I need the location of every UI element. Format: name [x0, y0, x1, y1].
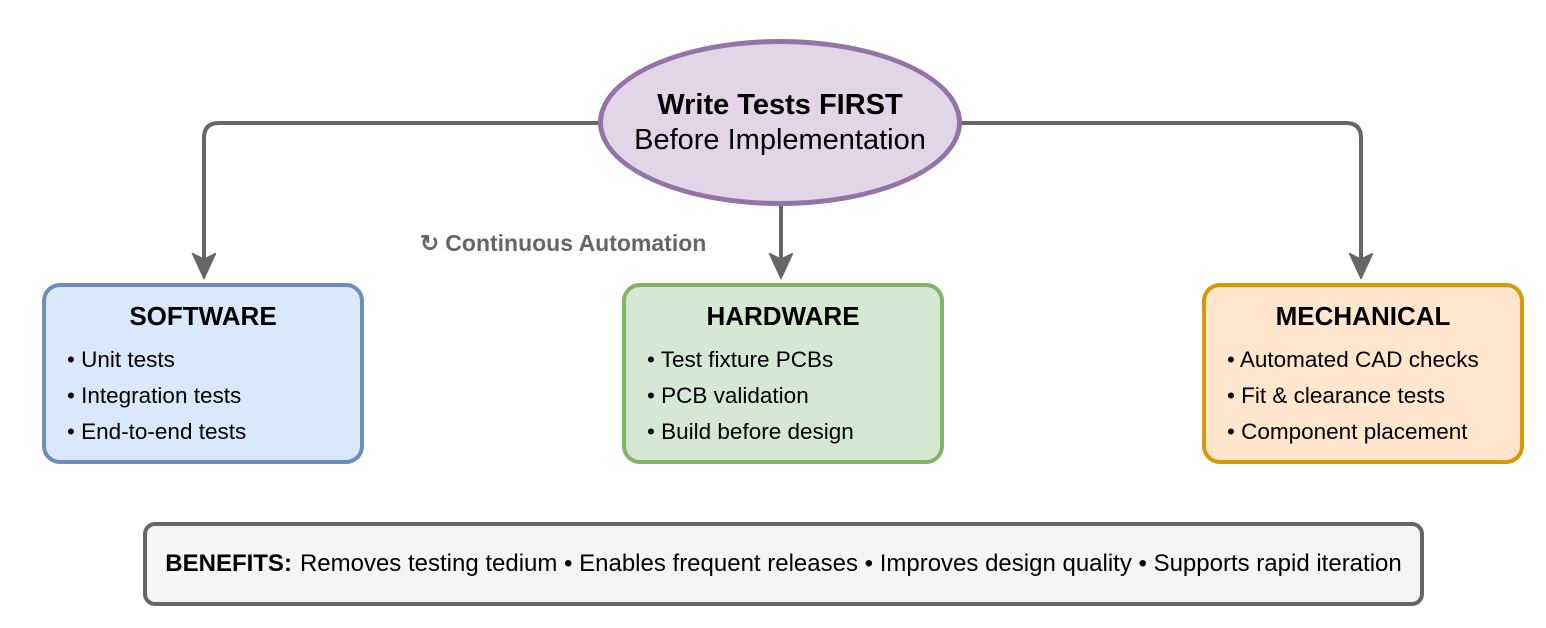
- branch-list-mechanical: • Automated CAD checks • Fit & clearance …: [1206, 342, 1520, 450]
- branch-list-item: • Unit tests: [67, 347, 175, 372]
- branch-title-mechanical: MECHANICAL: [1275, 301, 1451, 331]
- branch-list-item: • Fit & clearance tests: [1227, 383, 1445, 408]
- automation-label-text: Continuous Automation: [445, 230, 707, 256]
- cycle-arrow-icon: ↻: [420, 230, 440, 256]
- branch-title-hardware: HARDWARE: [706, 301, 860, 331]
- root-node: Write Tests FIRST Before Implementation: [598, 39, 962, 206]
- branch-card-mechanical: MECHANICAL • Automated CAD checks • Fit &…: [1202, 283, 1524, 464]
- benefits-bar: BENEFITS: Removes testing tedium • Enabl…: [143, 522, 1424, 606]
- root-node-title: Write Tests FIRST: [657, 88, 903, 121]
- branch-list-item: • End-to-end tests: [67, 419, 247, 444]
- benefits-label: BENEFITS:: [165, 550, 292, 577]
- branch-list-item: • Build before design: [647, 419, 854, 444]
- automation-edge-label: ↻Continuous Automation: [420, 230, 710, 257]
- branch-card-software: SOFTWARE • Unit tests • Integration tests…: [42, 283, 364, 464]
- connector-root-to-software: [204, 121, 604, 276]
- branch-list-item: • Test fixture PCBs: [647, 347, 834, 372]
- branch-title-software: SOFTWARE: [129, 301, 277, 331]
- branch-list-item: • PCB validation: [647, 383, 809, 408]
- root-node-subtitle: Before Implementation: [634, 123, 926, 156]
- branch-list-item: • Integration tests: [67, 383, 242, 408]
- branch-list-hardware: • Test fixture PCBs • PCB validation • Bui…: [626, 342, 940, 450]
- branch-list-item: • Automated CAD checks: [1227, 347, 1479, 372]
- benefits-text: Removes testing tedium • Enables frequen…: [299, 550, 1402, 577]
- branch-card-hardware: HARDWARE • Test fixture PCBs • PCB valida…: [622, 283, 944, 464]
- connector-root-to-mechanical: [956, 121, 1361, 276]
- branch-list-item: • Component placement: [1227, 419, 1468, 444]
- branch-list-software: • Unit tests • Integration tests • End-to-…: [46, 342, 360, 450]
